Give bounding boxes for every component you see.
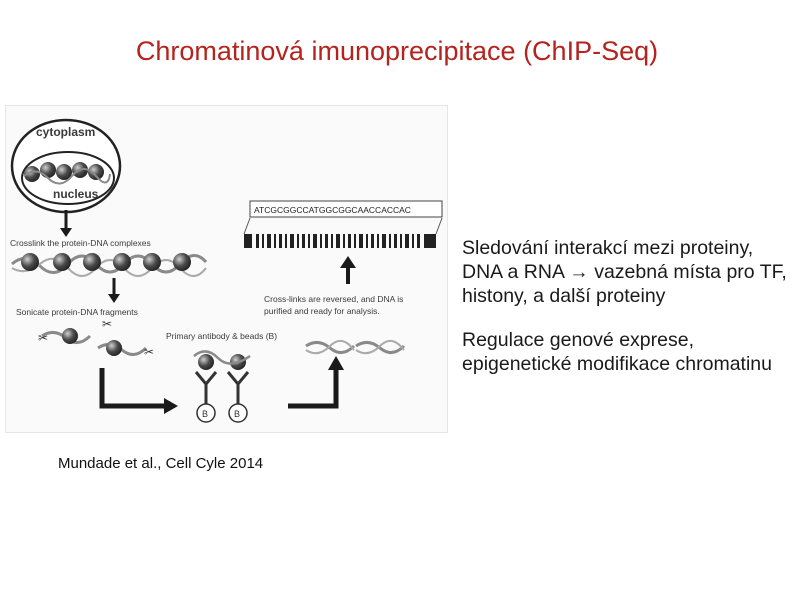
nucleus-chromatin xyxy=(23,162,111,185)
slide-title: Chromatinová imunoprecipitace (ChIP-Seq) xyxy=(135,36,659,66)
chip-seq-diagram: cytoplasm nucleus Crosslink the protein-… xyxy=(5,105,448,433)
step-reverse-line2: purified and ready for analysis. xyxy=(264,306,380,316)
bullet-interactions: Sledování interakcí mezi proteiny, DNA a… xyxy=(462,237,787,307)
cytoplasm-label: cytoplasm xyxy=(36,125,95,139)
bead-label: B xyxy=(234,409,240,419)
dna-fragments: ✂ ✂ ✂ xyxy=(38,317,154,359)
sequence-barcode xyxy=(244,234,436,248)
crosslinked-dna xyxy=(11,253,208,277)
nucleus-label: nucleus xyxy=(53,187,99,201)
citation: Mundade et al., Cell Cyle 2014 xyxy=(58,455,264,472)
svg-text:✂: ✂ xyxy=(144,345,154,359)
bullet-regulation: Regulace genové exprese, epigenetické mo… xyxy=(462,329,773,375)
antibody-beads: B B xyxy=(193,350,251,423)
svg-text:✂: ✂ xyxy=(38,331,48,345)
step-antibody-label: Primary antibody & beads (B) xyxy=(166,331,277,341)
step-sonicate-label: Sonicate protein-DNA fragments xyxy=(16,307,138,317)
step-reverse-line1: Cross-links are reversed, and DNA is xyxy=(264,294,403,304)
svg-text:✂: ✂ xyxy=(102,317,112,331)
step-crosslink-label: Crosslink the protein-DNA complexes xyxy=(10,238,151,248)
bullet-list: Sledování interakcí mezi proteiny, DNA a… xyxy=(462,236,794,396)
bead-label: B xyxy=(202,409,208,419)
purified-dna xyxy=(305,339,406,355)
sequence-label: ATCGCGGCCATGGCGGCAACCACCAC xyxy=(254,205,411,215)
